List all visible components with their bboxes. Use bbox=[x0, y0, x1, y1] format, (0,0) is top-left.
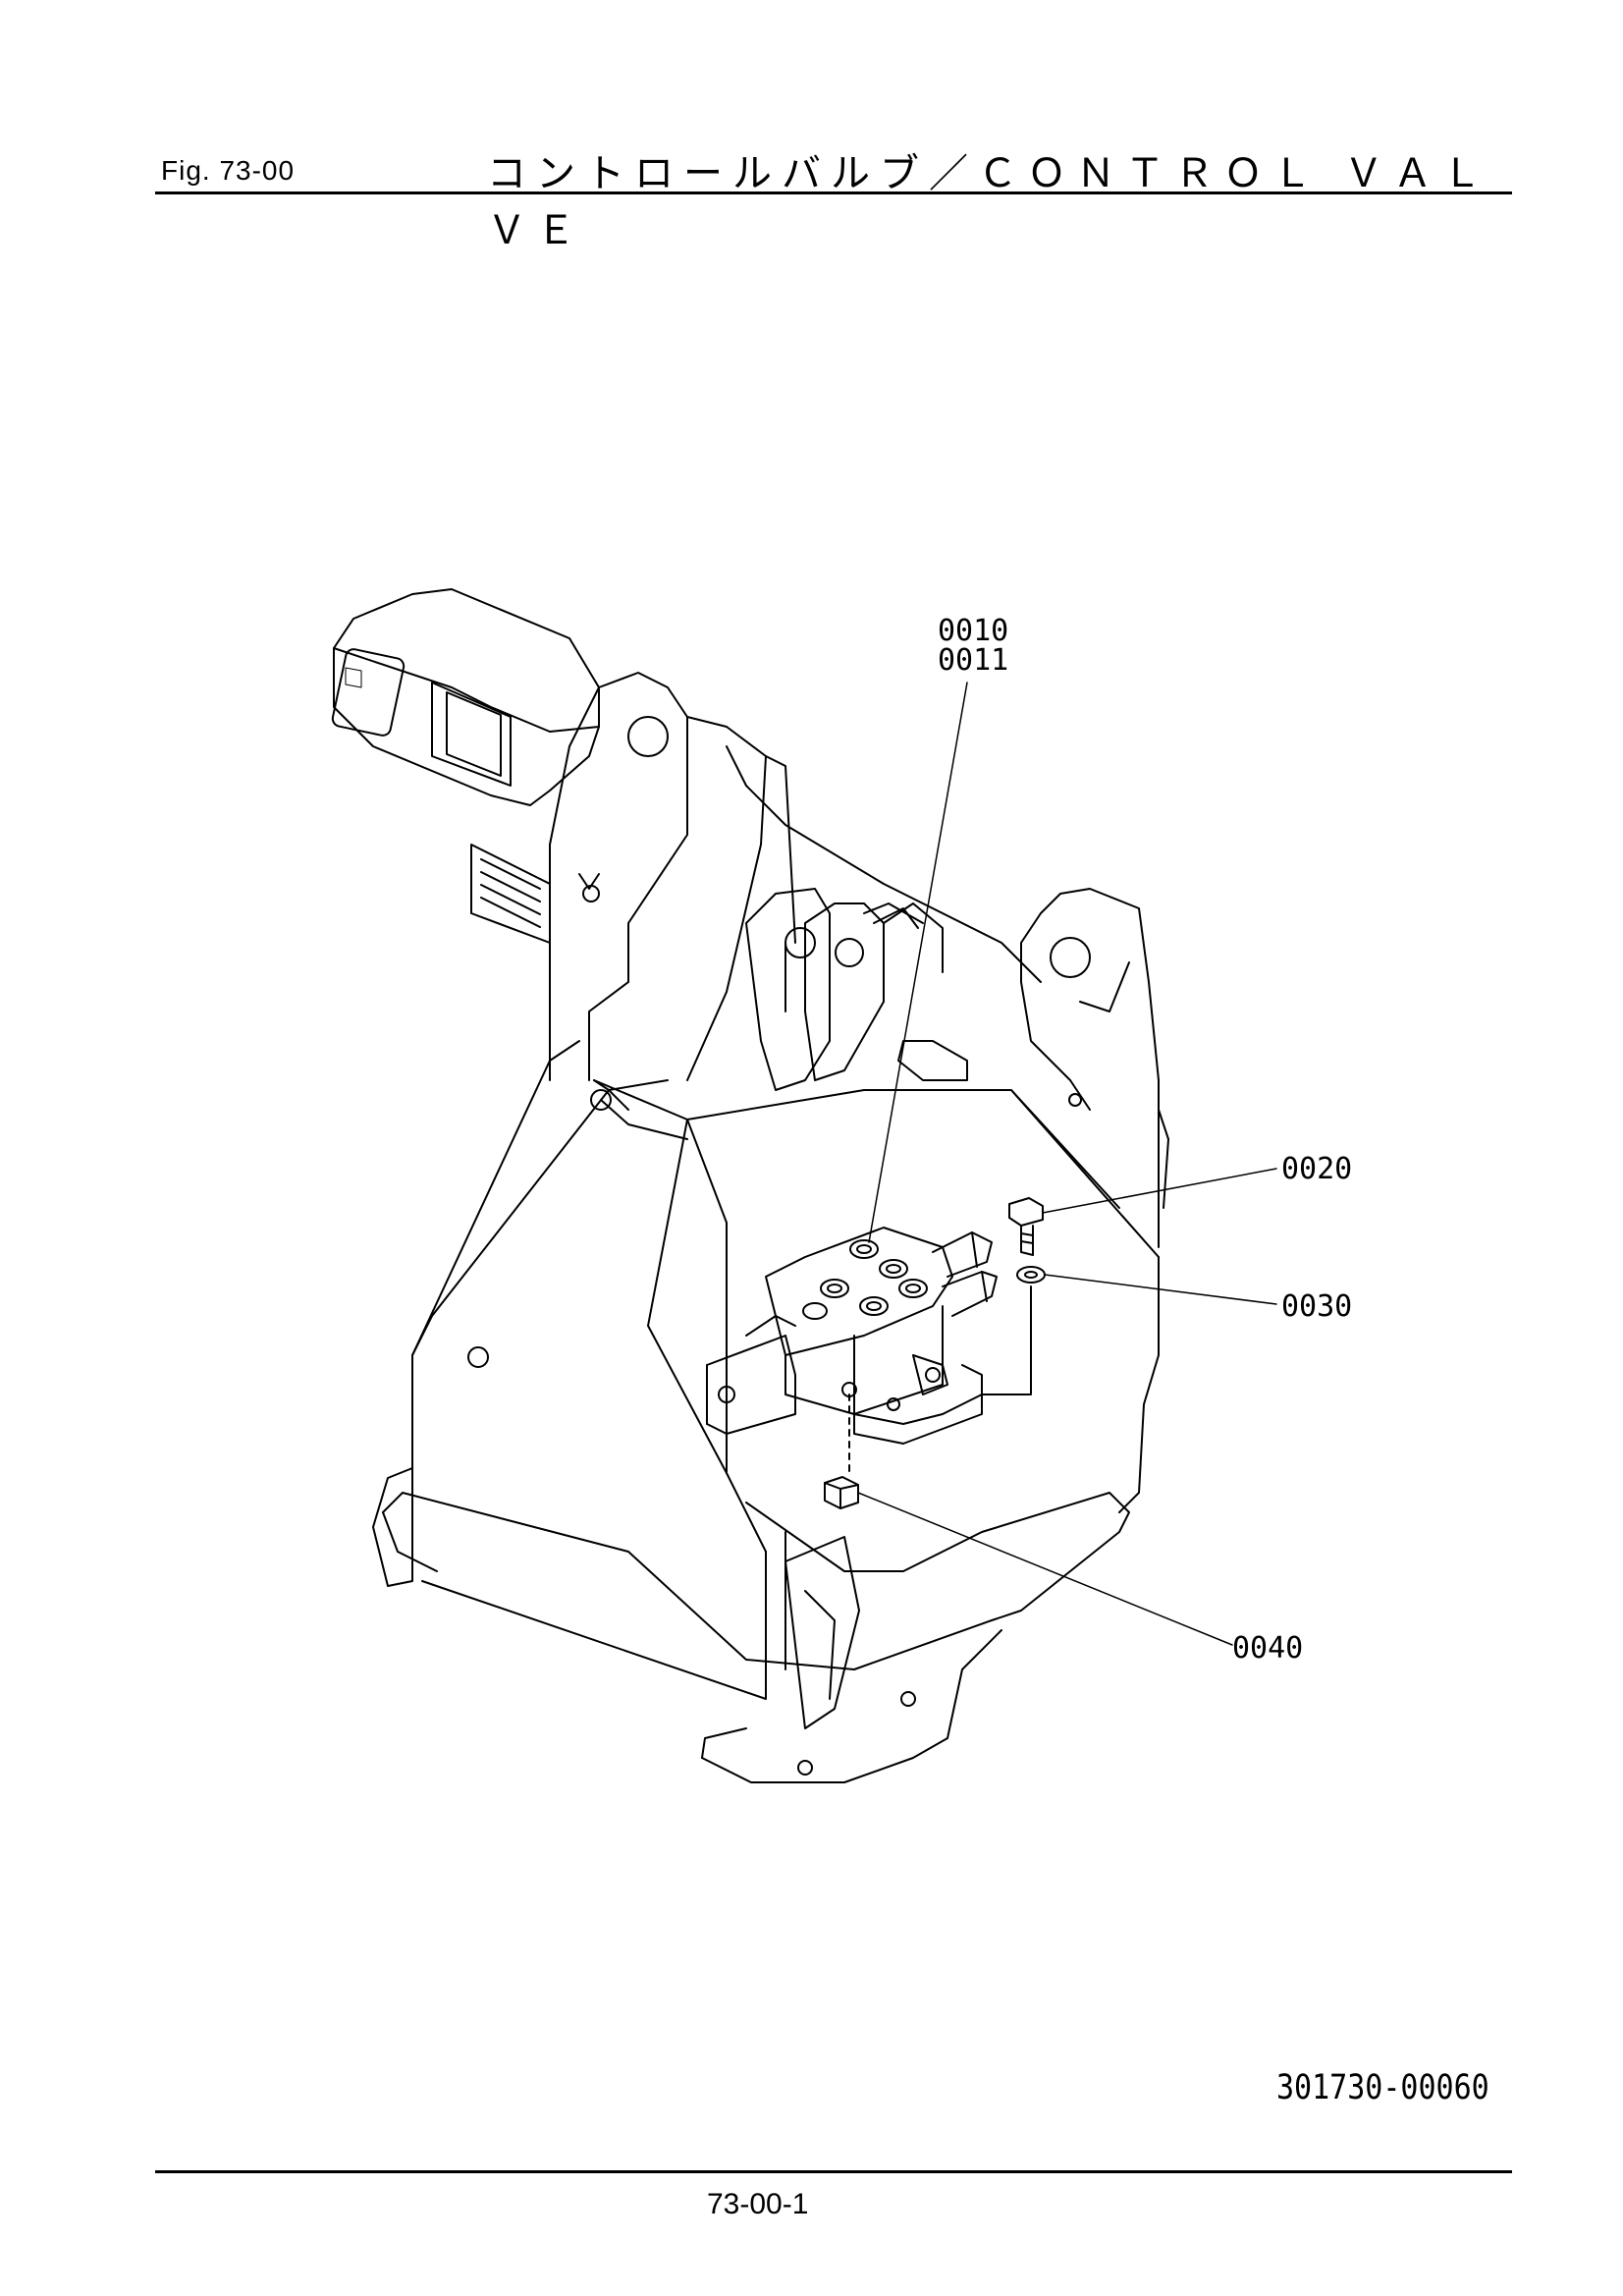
figure-label: Fig. 73-00 bbox=[161, 155, 296, 186]
control-console bbox=[331, 588, 600, 944]
callout-0020: 0020 bbox=[1281, 1152, 1352, 1186]
bolt-0020 bbox=[1008, 1197, 1044, 1256]
callout-0010: 0010 bbox=[938, 614, 1008, 648]
footer-divider bbox=[155, 2170, 1512, 2173]
callout-0011: 0011 bbox=[938, 643, 1008, 678]
page-number: 73-00-1 bbox=[707, 2188, 809, 2220]
nut-0040 bbox=[824, 1476, 859, 1509]
figure-title: コントロールバルブ／ＣＯＮＴＲＯＬ ＶＡＬＶＥ bbox=[487, 151, 1491, 253]
washer-0030 bbox=[1016, 1266, 1046, 1284]
header-divider bbox=[155, 191, 1512, 194]
callout-labels: 0010 0011 0020 0030 0040 bbox=[938, 614, 1352, 1666]
callout-0030: 0030 bbox=[1281, 1289, 1352, 1324]
leader-lines bbox=[857, 682, 1277, 1646]
page-header: Fig. 73-00 コントロールバルブ／ＣＯＮＴＲＯＬ ＶＡＬＶＥ bbox=[155, 137, 1512, 253]
chassis-frame bbox=[372, 672, 1169, 1783]
drawing-number: 301730-00060 bbox=[1276, 2068, 1489, 2108]
callout-0040: 0040 bbox=[1232, 1631, 1303, 1666]
control-valve-assembly bbox=[706, 1227, 1032, 1474]
